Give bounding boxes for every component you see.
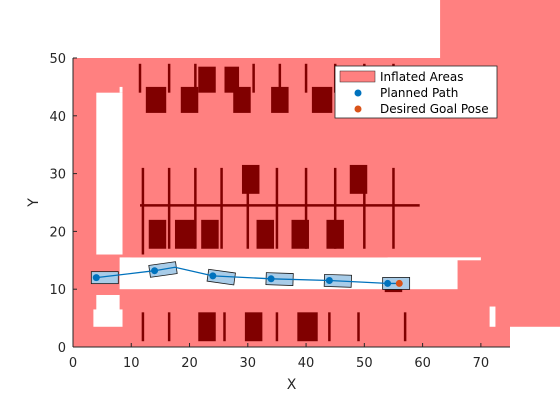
y-axis-label: Y — [26, 198, 42, 208]
obstacle — [297, 312, 318, 342]
x-tick-label: 40 — [298, 356, 315, 371]
axes-layer: 0 10 20 30 40 50 60 70 0 10 20 30 40 50 — [49, 52, 510, 371]
obstacle — [271, 86, 289, 113]
obstacle — [198, 66, 216, 93]
obstacle — [291, 219, 309, 249]
free-space — [119, 86, 123, 93]
obstacle — [174, 219, 196, 249]
x-tick-label: 20 — [181, 356, 198, 371]
y-tick-label: 30 — [49, 168, 66, 183]
obstacle — [145, 86, 167, 113]
x-tick-label: 70 — [473, 356, 490, 371]
legend-goal-marker — [354, 105, 362, 113]
legend-label-path: Planned Path — [380, 86, 458, 100]
obstacle — [311, 86, 333, 113]
y-tick-label: 50 — [49, 52, 66, 67]
legend-inflated-swatch — [339, 70, 376, 83]
obstacle — [198, 312, 216, 342]
map-layer — [73, 0, 560, 347]
obstacle — [241, 164, 260, 194]
x-axis-label: X — [287, 377, 297, 393]
y-tick-label: 10 — [49, 283, 66, 298]
obstacle — [349, 164, 368, 194]
y-tick-label: 0 — [58, 341, 66, 356]
planned-path-point — [325, 277, 333, 285]
obstacle — [148, 219, 167, 249]
legend: Inflated Areas Planned Path Desired Goal… — [334, 65, 498, 119]
planned-path-point — [151, 267, 159, 275]
planned-path-point — [384, 279, 392, 287]
obstacle — [244, 312, 263, 342]
legend-label-goal: Desired Goal Pose — [380, 102, 489, 116]
free-space — [96, 92, 123, 255]
obstacle — [180, 86, 199, 113]
legend-path-marker — [354, 89, 362, 97]
obstacle — [201, 219, 219, 249]
x-tick-label: 0 — [69, 356, 77, 371]
obstacle — [233, 86, 251, 113]
legend-label-inflated: Inflated Areas — [380, 70, 463, 84]
x-tick-label: 10 — [123, 356, 140, 371]
obstacle — [224, 66, 240, 93]
x-tick-label: 50 — [356, 356, 373, 371]
x-tick-label: 30 — [240, 356, 257, 371]
path-layer — [90, 261, 411, 290]
goal-pose-point — [395, 279, 403, 287]
y-tick-label: 40 — [49, 110, 66, 125]
obstacle — [256, 219, 275, 249]
planned-path-point — [267, 275, 275, 283]
planned-path-point — [92, 274, 100, 282]
x-tick-label: 60 — [414, 356, 431, 371]
y-tick-label: 20 — [49, 225, 66, 240]
planned-path-point — [209, 272, 217, 280]
